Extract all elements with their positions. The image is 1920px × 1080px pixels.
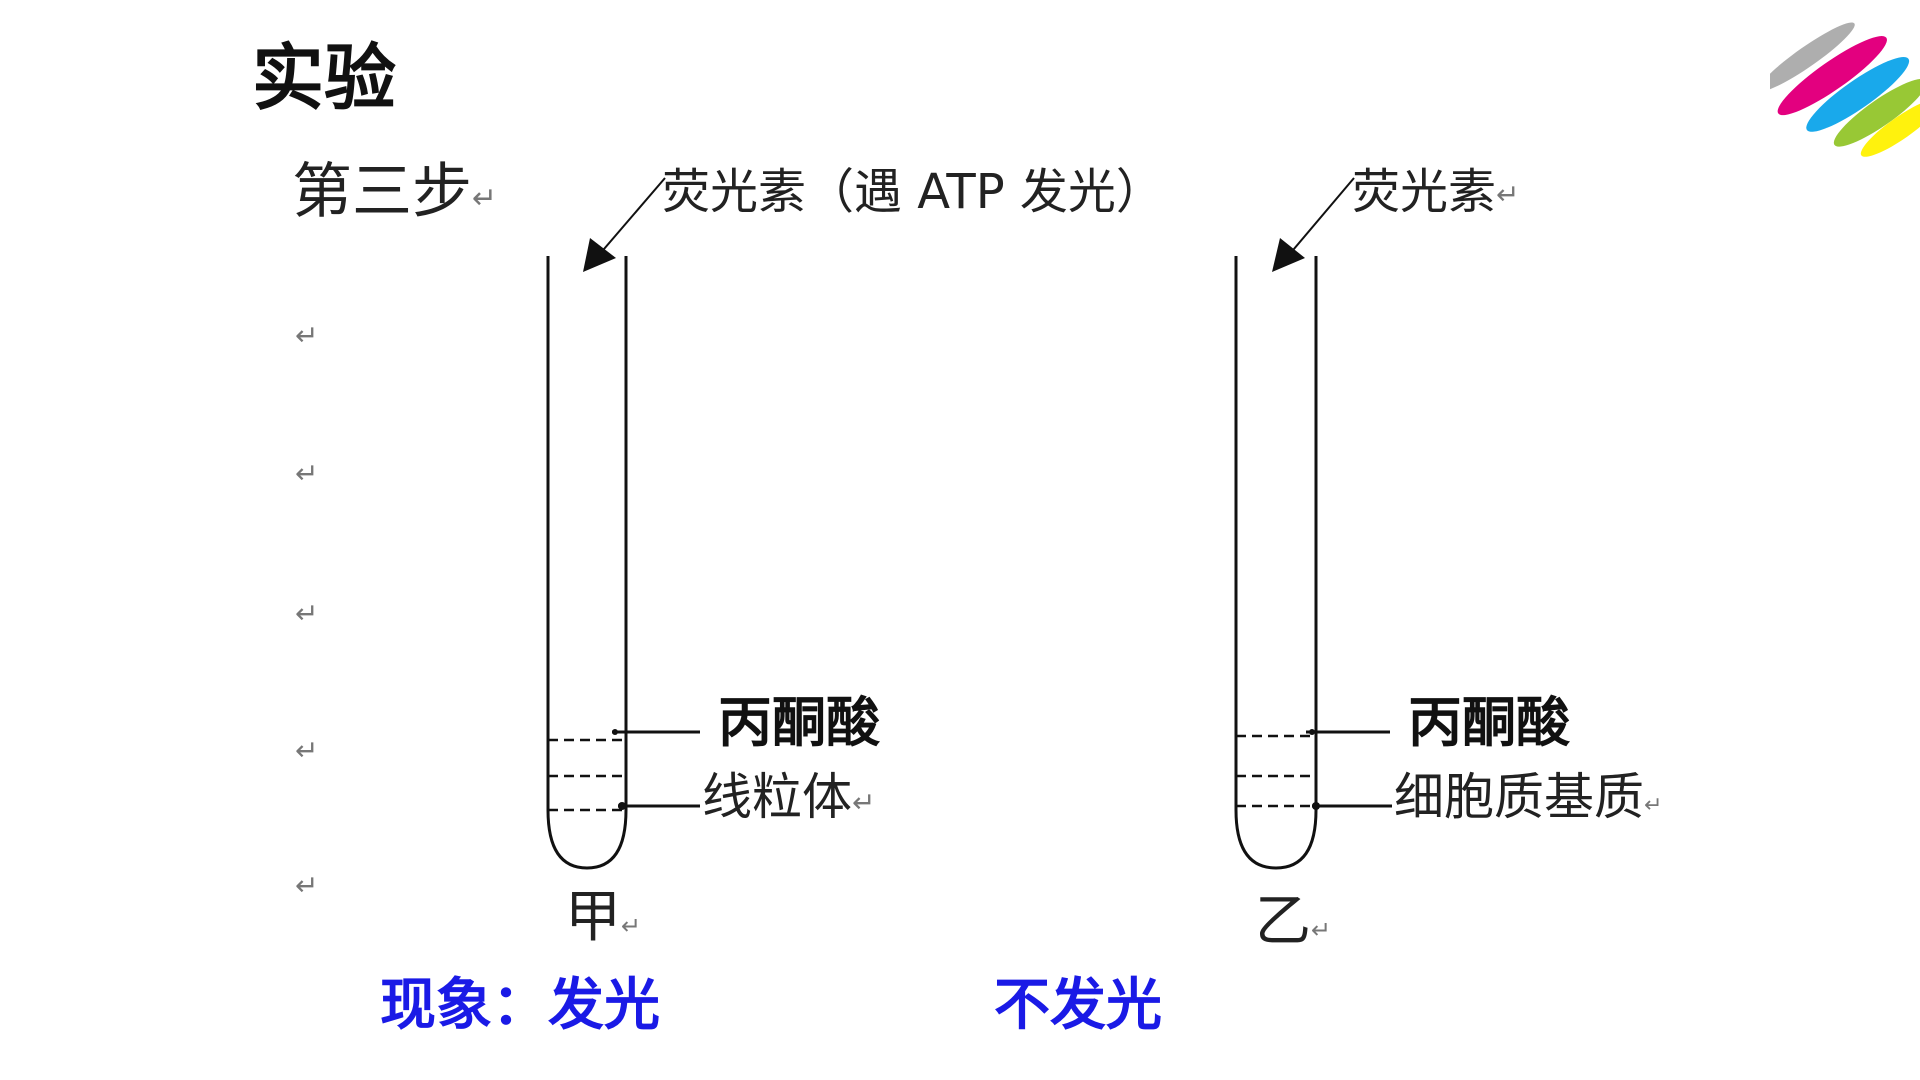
tube-a-name-text: 甲 xyxy=(565,885,621,950)
return-mark: ↵ xyxy=(1496,178,1520,211)
test-tube-b xyxy=(1234,256,1318,870)
tube-b-upper-layer-label: 丙酮酸 xyxy=(1408,691,1570,754)
return-mark: ↵ xyxy=(472,181,498,216)
tube-b-lower-layer-label: 细胞质基质↵ xyxy=(1394,772,1662,822)
return-mark: ↵ xyxy=(295,319,319,352)
return-mark: ↵ xyxy=(621,912,642,940)
result-b: 不发光 xyxy=(994,973,1162,1038)
logo-stripe-cyan xyxy=(1806,57,1910,132)
return-mark: ↵ xyxy=(295,597,319,630)
return-mark: ↵ xyxy=(295,734,319,767)
tube-b-lower-layer-text: 细胞质基质 xyxy=(1394,768,1644,826)
tube-a-name: 甲↵ xyxy=(565,890,641,946)
tube-a-lower-layer-text: 线粒体 xyxy=(702,768,852,826)
step-label: 第三步↵ xyxy=(292,162,497,222)
return-mark: ↵ xyxy=(852,786,876,819)
logo-stripe-magenta xyxy=(1777,36,1887,116)
test-tube-a xyxy=(546,256,628,870)
tube-b-top-label-text: 荧光素 xyxy=(1352,164,1497,220)
logo-stripe-gray xyxy=(1770,22,1855,92)
tube-b-name: 乙↵ xyxy=(1255,894,1331,950)
logo-stripe-green xyxy=(1833,78,1920,147)
step-label-text: 第三步 xyxy=(292,157,472,227)
result-a: 现象：发光 xyxy=(380,973,660,1038)
tube-a-top-label-text: 荧光素（遇 ATP 发光） xyxy=(662,164,1164,220)
tube-a-top-label: 荧光素（遇 ATP 发光） xyxy=(662,168,1164,216)
tube-a-lower-layer-label: 线粒体↵ xyxy=(702,772,875,822)
tube-a-upper-layer-label: 丙酮酸 xyxy=(718,691,880,754)
return-mark: ↵ xyxy=(1311,916,1332,944)
logo-stripe-yellow xyxy=(1860,98,1920,157)
return-mark: ↵ xyxy=(1644,793,1663,818)
tube-b-top-label: 荧光素↵ xyxy=(1352,168,1519,216)
decorative-logo xyxy=(1770,22,1920,157)
return-mark: ↵ xyxy=(295,869,319,902)
arrow-a xyxy=(583,177,666,272)
slide-title: 实验 xyxy=(252,36,397,120)
tube-b-name-text: 乙 xyxy=(1255,889,1311,954)
arrow-b xyxy=(1272,177,1355,272)
return-mark: ↵ xyxy=(295,457,319,490)
